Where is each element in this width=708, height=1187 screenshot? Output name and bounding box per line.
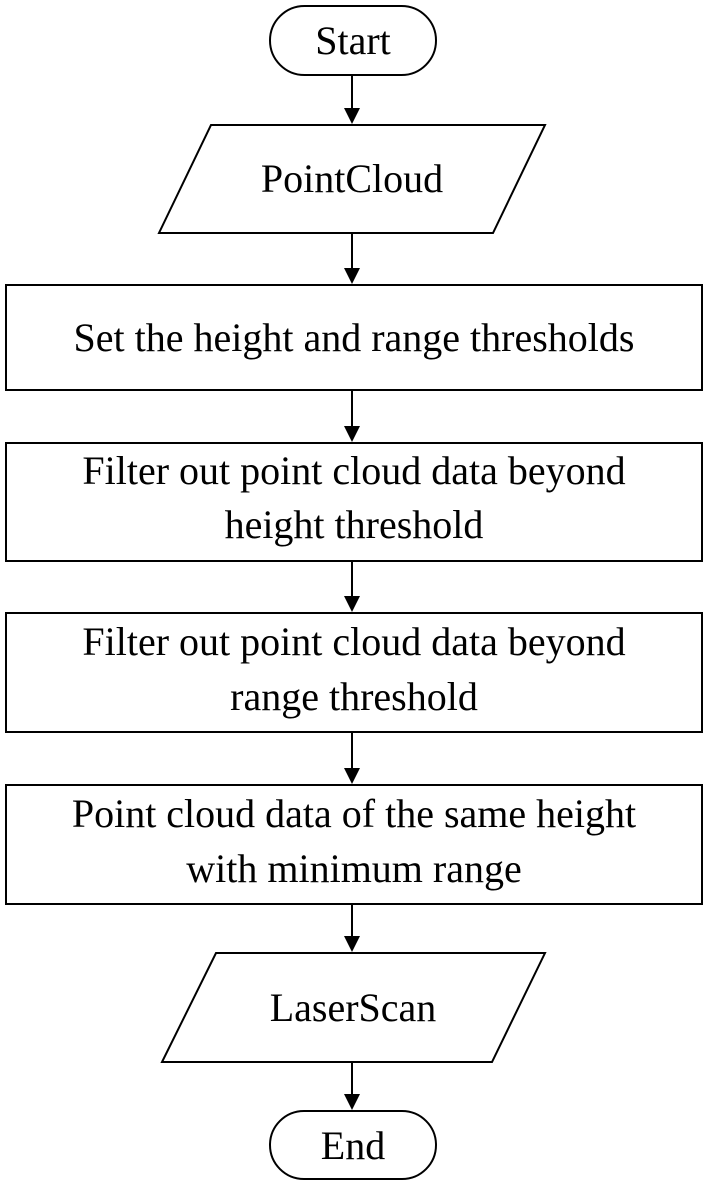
- height-filter-label-line-1: Filter out point cloud data beyond: [82, 448, 625, 493]
- connector-min-range-to-laserscan: [344, 904, 360, 952]
- range-filter-label-line-1: Filter out point cloud data beyond: [82, 619, 625, 664]
- connector-range-filter-to-min-range: [344, 732, 360, 784]
- set-thresholds-label: Set the height and range thresholds: [74, 315, 635, 360]
- min-range-label-line-2: with minimum range: [186, 846, 522, 891]
- min-range-label-line-1: Point cloud data of the same height: [72, 791, 636, 836]
- connector-set-thresholds-to-height-filter: [344, 390, 360, 442]
- connector-start-to-pointcloud: [344, 75, 360, 124]
- height-filter-step: Filter out point cloud data beyond heigh…: [5, 442, 703, 562]
- height-filter-label-line-2: height threshold: [225, 502, 484, 547]
- start-node: Start: [269, 5, 437, 76]
- start-label: Start: [315, 18, 391, 63]
- laserscan-output-node: LaserScan: [160, 952, 547, 1063]
- connector-height-filter-to-range-filter: [344, 561, 360, 612]
- connector-laserscan-to-end: [344, 1062, 360, 1110]
- pointcloud-input-node: PointCloud: [157, 124, 547, 234]
- pointcloud-label: PointCloud: [261, 156, 443, 201]
- set-thresholds-step: Set the height and range thresholds: [5, 284, 703, 391]
- range-filter-label-line-2: range threshold: [230, 674, 478, 719]
- connector-pointcloud-to-set-thresholds: [344, 233, 360, 284]
- min-range-step: Point cloud data of the same height with…: [5, 784, 703, 905]
- laserscan-label: LaserScan: [270, 985, 437, 1030]
- connectors: [344, 75, 360, 1110]
- end-node: End: [269, 1110, 437, 1180]
- range-filter-step: Filter out point cloud data beyond range…: [5, 612, 703, 733]
- end-label: End: [321, 1123, 385, 1168]
